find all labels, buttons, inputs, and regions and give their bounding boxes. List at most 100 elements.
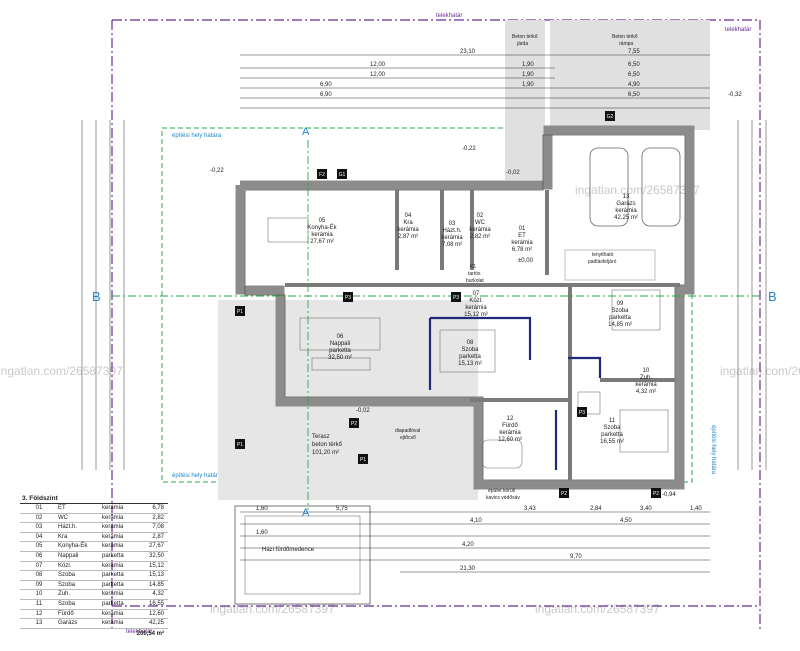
k1-label: burkolat [466,278,484,284]
room-06-floor: parketta [329,348,351,354]
legend-cell: 13 [35,620,43,627]
legend-cell: 09 [35,581,43,588]
room-03-area: 7,08 m² [442,242,462,248]
room-07-name: Közl. [469,298,483,304]
room-13-number: 13 [623,194,630,200]
exterior-walls [235,125,695,490]
dim-label: 1,40 [690,506,702,512]
ramp-label: rámpa [619,41,633,47]
legend-cell: Fürdő [58,610,74,617]
legend-cell: 7,08 [152,524,164,531]
room-08-area: 15,13 m² [458,361,482,367]
dim-label: 1,90 [522,72,534,78]
marker-g1: G1 [337,169,347,179]
legend-cell: kerámia [102,533,124,540]
exterior-walls-inner [244,134,686,481]
legend-cell: 6,78 [152,505,164,511]
room-12-name: Fürdő [502,423,518,429]
marker-p3: P3 [343,292,353,302]
legend-cell: 15,13 [148,572,164,579]
legend-cell: Házt.h. [58,524,78,531]
room-13-area: 42,25 m² [614,215,638,221]
terrace-label: Terasz [312,434,330,440]
dim-label: 12,00 [370,62,386,68]
interior-walls [285,190,680,480]
legend-title: 3. Földszint [20,494,168,504]
room-09-number: 09 [617,301,624,307]
dim-label: 3,43 [524,506,536,512]
dim-label: 6,90 [320,82,332,88]
level-mark: -0,94 [662,492,676,498]
legend-cell: WC [58,514,68,521]
marker-p2: P2 [559,488,569,498]
room-13-floor: kerámia [615,208,637,214]
svg-text:G1: G1 [339,172,346,178]
dim-label: 21,30 [460,566,476,572]
marker-g2: G2 [605,111,615,121]
watermark: ingatlan.com/26587397 [575,183,700,197]
room-03-floor: kerámia [441,235,463,241]
legend-cell: Zuh. [58,591,71,598]
legend-cell: Nappali [58,552,79,559]
drain-label: ejtőcső [400,435,416,441]
room-01-floor: kerámia [511,240,533,246]
dim-label: 5,75 [336,506,348,512]
attic-hatch-label: padlásfeljáró [588,259,617,265]
attic-hatch-label: lenyitható [592,252,614,258]
room-01-number: 01 [519,226,526,232]
room-08-number: 08 [467,340,474,346]
room-09-floor: parketta [609,315,631,321]
level-mark: -0,22 [210,168,224,174]
room-02-area: 2,82 m² [470,234,490,240]
plot-boundary-label: telekhatár [436,13,462,19]
legend-cell: 15,12 [148,562,164,569]
svg-text:P3: P3 [453,295,459,301]
legend-cell: Garázs [58,620,78,627]
level-mark: -0,02 [356,408,370,414]
room-12-floor: kerámia [499,430,521,436]
furniture [267,217,669,469]
legend-cell: Kra [58,533,68,540]
room-02-floor: kerámia [469,227,491,233]
dimension-lines-side [81,120,767,470]
marker-p1: P1 [235,439,245,449]
legend-cell: 01 [35,505,43,511]
room-04-area: 2,87 m² [398,234,418,240]
legend-cell: Közl. [58,562,72,569]
plot-boundary-label: telekhatár [126,629,152,635]
level-mark: -0,32 [728,92,742,98]
legend-cell: kerámia [102,610,124,617]
car-icon [589,147,681,227]
legend-cell: 12 [35,610,43,617]
legend-cell: Szoba [58,572,76,579]
svg-text:G2: G2 [607,114,614,120]
terrace-label: beton térkő [312,442,343,448]
room-01-area: 6,78 m² [512,247,532,253]
dim-label: 4,90 [628,82,640,88]
legend-cell: 06 [35,552,43,559]
svg-text:F2: F2 [319,172,325,178]
walkway-label: Beton térkő [512,34,538,40]
gravel-strip-label: épület körüli [488,488,515,494]
room-04-name: Kra [403,220,413,226]
room-03-name: Házt.h. [442,228,461,234]
legend-cell: 2,82 [152,514,164,521]
legend-cell: 10 [35,591,43,598]
pool-basin [244,515,361,595]
terrace-label: 101,20 m² [312,450,339,456]
svg-text:P1: P1 [237,309,243,315]
gravel-strip-label: kavics védősáv [486,495,520,501]
marker-p3: P3 [451,292,461,302]
room-08-floor: parketta [459,354,481,360]
room-09-area: 14,85 m² [608,322,632,328]
